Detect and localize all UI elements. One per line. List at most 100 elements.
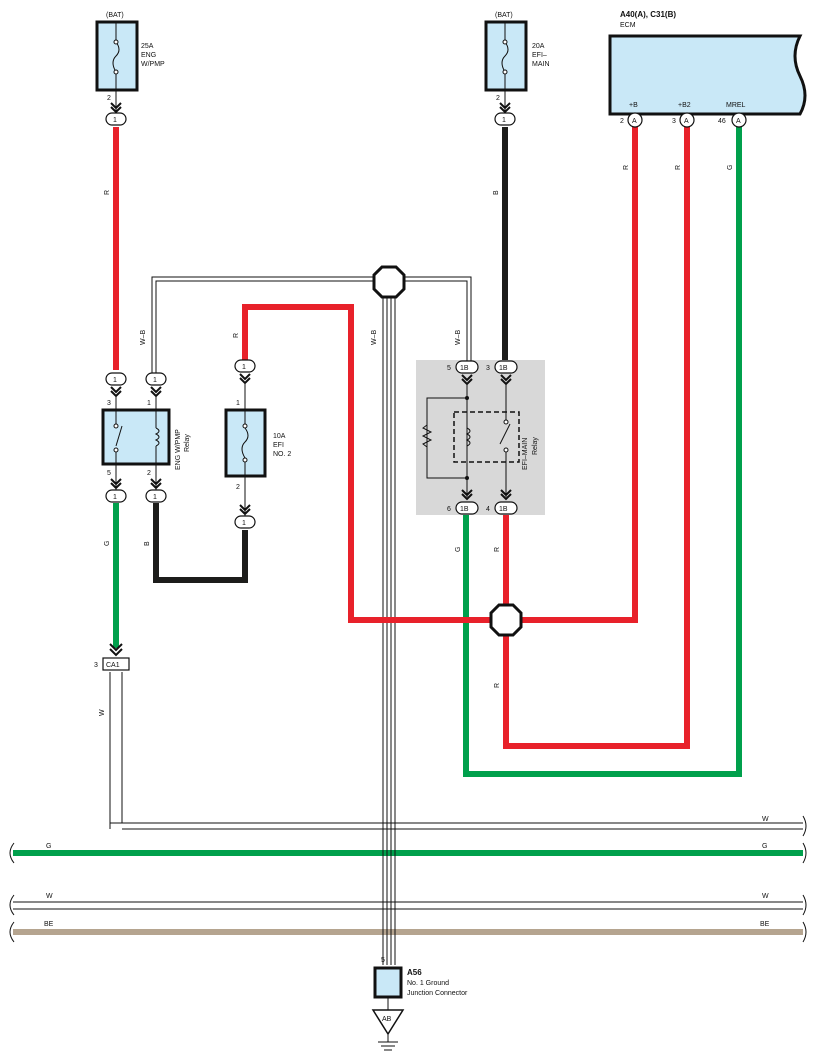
- wire-r-label-2: R: [623, 165, 630, 170]
- relay-eng-conn-3: 1: [113, 377, 117, 384]
- bus-w-lower: W W: [9, 893, 807, 916]
- relay-efi-pin-6: 6: [447, 506, 451, 513]
- fuse-efi-no2: 1 1 2 10A EFI NO. 2 1: [224, 359, 291, 529]
- wire-r-ecm-b: [520, 127, 638, 623]
- bus-be: BE BE: [9, 921, 807, 943]
- fuse-efi-no2-pin-2: 2: [236, 484, 240, 491]
- ground-label: AB: [382, 1016, 392, 1023]
- fuse-eng-w-pmp: 25A ENG W/PMP 2 1: [95, 20, 165, 126]
- wire-g-label-3: G: [104, 541, 111, 546]
- ca1-pin: 3: [94, 662, 98, 669]
- fuse-efi-no2-rating: 10A: [273, 433, 286, 440]
- wire-w-b-label-left: W–B: [140, 330, 147, 346]
- fuse-eng-pin: 2: [107, 95, 111, 102]
- fuse-eng-name-1: ENG: [141, 52, 156, 59]
- ground-pin: 5: [381, 957, 385, 964]
- efi-main-relay-panel: [416, 360, 545, 515]
- wire-w-label-ca1: W: [99, 709, 106, 716]
- fuse-eng-conn: 1: [113, 117, 117, 124]
- wire-g-label-1: G: [727, 165, 734, 170]
- wire-r-label-4: R: [494, 547, 501, 552]
- relay-eng-pin-3: 3: [107, 400, 111, 407]
- ecm-name: ECM: [620, 22, 636, 29]
- relay-efi-name-1: EFI–MAIN: [522, 438, 529, 470]
- relay-eng-conn-2: 1: [153, 494, 157, 501]
- ground-name-1: No. 1 Ground: [407, 980, 449, 987]
- relay-efi-main: 1B 1B 5 3 EFI–MAIN Relay 1B 1B 6 4: [421, 360, 539, 515]
- ecm-pin-num-46: 46: [718, 118, 726, 125]
- wire-r-label-3: R: [675, 165, 682, 170]
- ground-ref: A56: [407, 968, 422, 977]
- relay-efi-pin-5: 5: [447, 365, 451, 372]
- wire-b-label-1: B: [493, 190, 500, 195]
- fuse-efi-no2-name-1: EFI: [273, 442, 284, 449]
- ecm-conn-a-2: A: [684, 118, 689, 125]
- bus-be-label-left: BE: [44, 921, 54, 928]
- bus-be-label-right: BE: [760, 921, 770, 928]
- fuse-efi-no2-pin-1: 1: [236, 400, 240, 407]
- wire-r-label-5: R: [494, 683, 501, 688]
- fuse-efi-no2-conn-top: 1: [242, 364, 246, 371]
- connector-ca1: CA1 3: [94, 643, 130, 671]
- bus-g: G G: [9, 842, 807, 864]
- relay-eng-conn-5: 1: [113, 494, 117, 501]
- fuse-efi-main-pin: 2: [496, 95, 500, 102]
- relay-efi-pin-3: 3: [486, 365, 490, 372]
- relay-eng-name-1: ENG W/PMP: [175, 429, 182, 470]
- fuse-efi-main-conn: 1: [502, 117, 506, 124]
- bat-label-1: (BAT): [106, 12, 124, 19]
- ecm-pin-num-2: 2: [620, 118, 624, 125]
- relay-efi-name-2: Relay: [532, 437, 539, 455]
- fuse-efi-no2-conn-bottom: 1: [242, 520, 246, 527]
- ecm-conn-a-1: A: [632, 118, 637, 125]
- bus-g-label-left: G: [46, 843, 51, 850]
- relay-eng-w-pmp: 1 1 3 1 5 2 1 1 ENG W/PMP Relay: [101, 372, 191, 503]
- bus-w-upper-label: W: [762, 816, 769, 823]
- relay-efi-conn-5: 1B: [460, 365, 469, 372]
- ground-junction-a56: 5 A56 No. 1 Ground Junction Connector AB: [371, 957, 468, 1051]
- ecm-pin-label-mrel: MREL: [726, 102, 746, 109]
- relay-eng-pin-1: 1: [147, 400, 151, 407]
- wire-r-label-1: R: [104, 190, 111, 195]
- wire-w-b-ground: W–B: [371, 295, 396, 965]
- wire-g-label-2: G: [455, 547, 462, 552]
- bat-label-2: (BAT): [495, 12, 513, 19]
- bus-w-lower-label-right: W: [762, 893, 769, 900]
- fuse-efi-main: 20A EFI– MAIN 2 1: [484, 20, 550, 126]
- ecm-pin-label-b2: +B2: [678, 102, 691, 109]
- wire-b-label-2: B: [144, 541, 151, 546]
- fuse-efi-no2-name-2: NO. 2: [273, 451, 291, 458]
- fuse-efi-main-name-1: EFI–: [532, 52, 547, 59]
- relay-eng-conn-1: 1: [153, 377, 157, 384]
- relay-efi-conn-6: 1B: [460, 506, 469, 513]
- ecm-conn-a-3: A: [736, 118, 741, 125]
- wire-w-b-label-right: W–B: [455, 330, 462, 346]
- wire-r-label-6: R: [233, 333, 240, 338]
- bus-g-label-right: G: [762, 843, 767, 850]
- relay-efi-pin-4: 4: [486, 506, 490, 513]
- fuse-eng-rating: 25A: [141, 43, 154, 50]
- ecm: A40(A), C31(B) ECM +B +B2 MREL 2 3 46 A …: [608, 10, 807, 128]
- wire-r-efi-no2-feed: [242, 304, 493, 623]
- fuse-efi-main-rating: 20A: [532, 43, 545, 50]
- relay-efi-conn-4: 1B: [499, 506, 508, 513]
- wire-b-relay-fuse: [153, 503, 248, 583]
- wire-w-b: W–B W–B: [140, 276, 472, 375]
- fuse-efi-main-name-2: MAIN: [532, 61, 550, 68]
- relay-efi-conn-3: 1B: [499, 365, 508, 372]
- bus-w-upper: W: [110, 815, 807, 837]
- wire-r-ecm-b2: [503, 127, 690, 749]
- ecm-pin-num-3: 3: [672, 118, 676, 125]
- ecm-ref: A40(A), C31(B): [620, 10, 676, 19]
- ground-name-2: Junction Connector: [407, 990, 468, 997]
- wire-g-ecm-mrel: [463, 127, 742, 777]
- splice-w-b: [372, 265, 406, 299]
- relay-eng-pin-5: 5: [107, 470, 111, 477]
- relay-eng-pin-2: 2: [147, 470, 151, 477]
- ca1-name: CA1: [106, 662, 120, 669]
- ecm-pin-label-b: +B: [629, 102, 638, 109]
- splice-r: [489, 603, 523, 637]
- wire-w-b-label-center: W–B: [371, 330, 378, 346]
- fuse-eng-name-2: W/PMP: [141, 61, 165, 68]
